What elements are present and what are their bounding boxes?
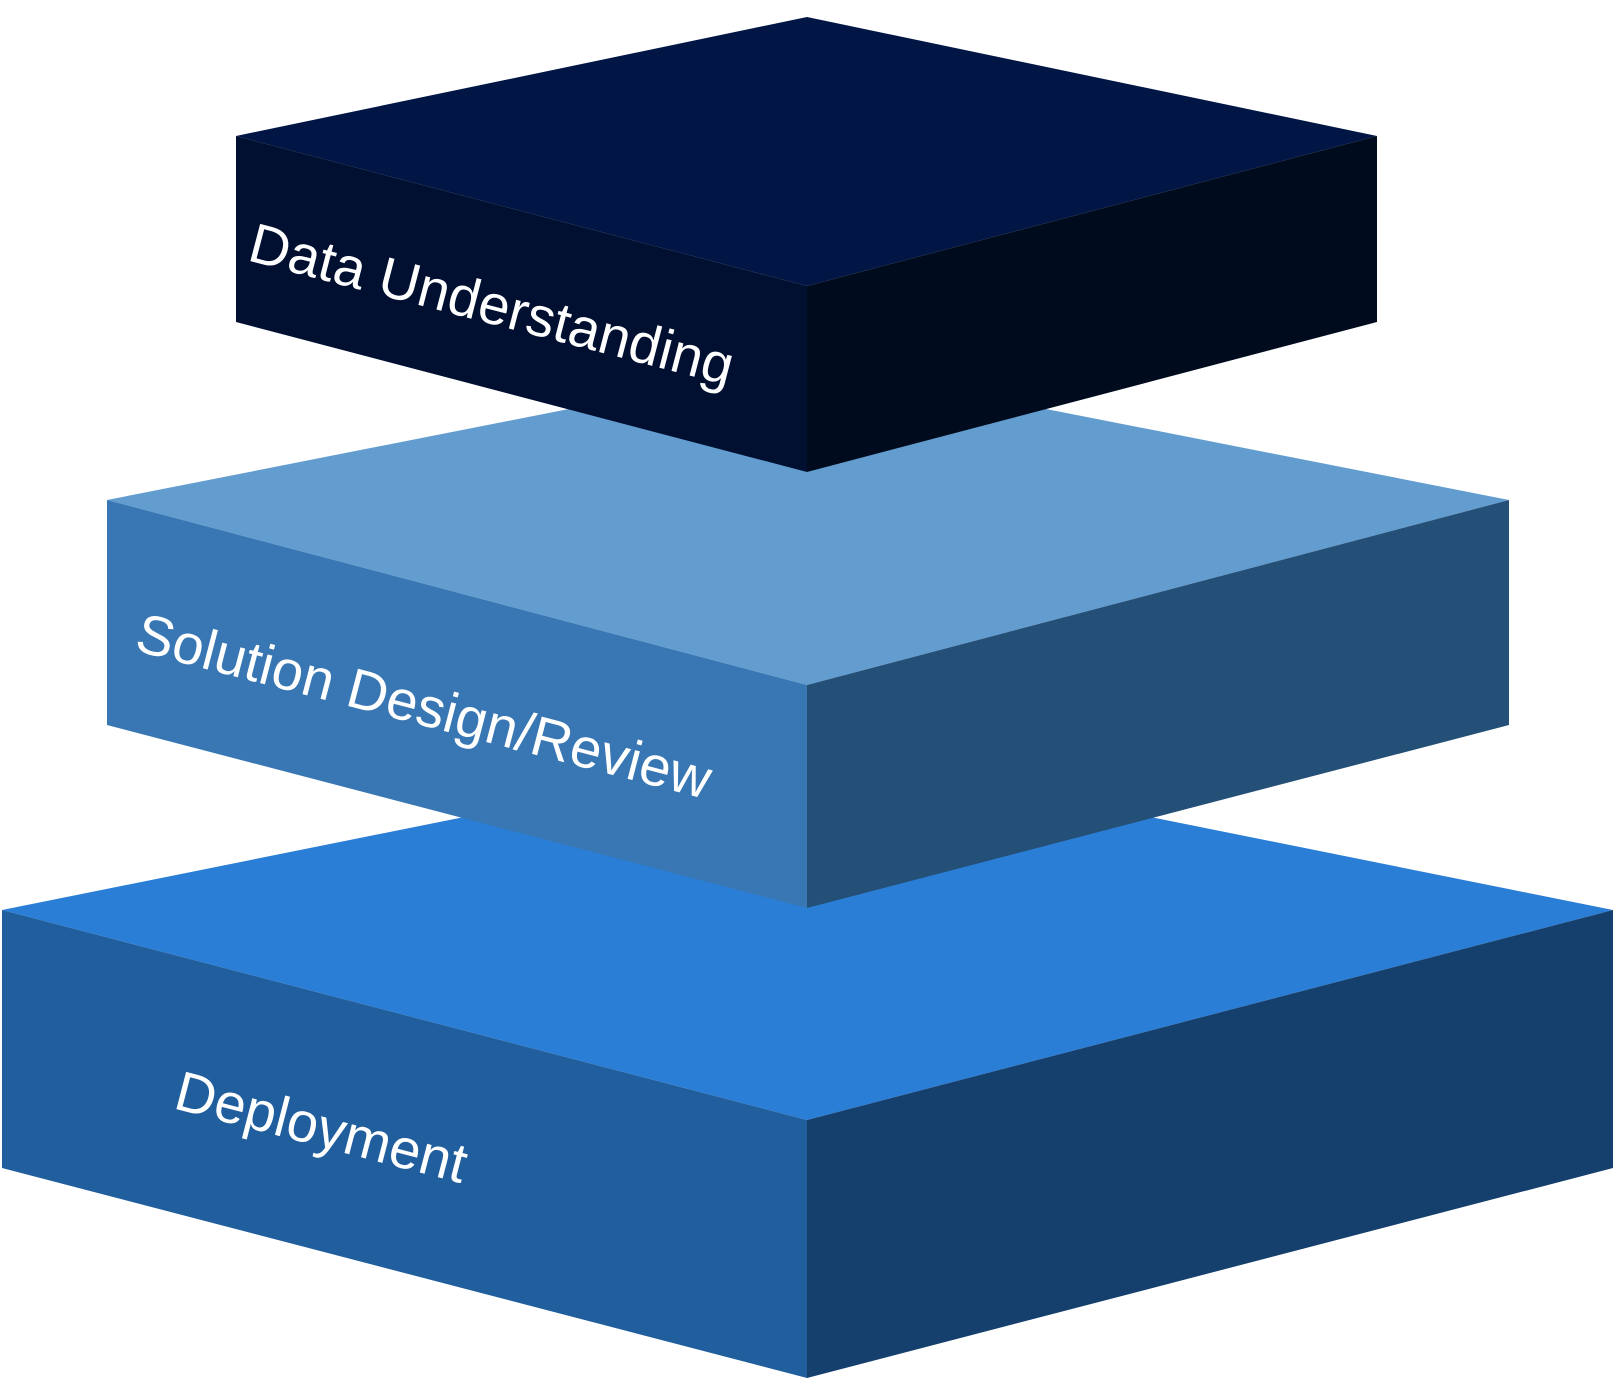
- layer-solution-design-right-face: [807, 500, 1509, 908]
- layer-deployment-top-face: [2, 748, 1613, 1120]
- layer-solution-design-top-face: [107, 362, 1509, 685]
- layer-deployment-left-face: [2, 910, 807, 1378]
- layer-deployment: Deployment: [2, 748, 1613, 1378]
- layer-solution-design-left-face: [107, 500, 807, 908]
- layer-data-understanding-right-face: [807, 136, 1377, 472]
- layer-data-understanding: Data Understanding: [236, 17, 1377, 472]
- layer-data-understanding-top-face: [236, 17, 1377, 286]
- layer-deployment-right-face: [807, 910, 1613, 1378]
- layer-data-understanding-left-face: [236, 136, 807, 472]
